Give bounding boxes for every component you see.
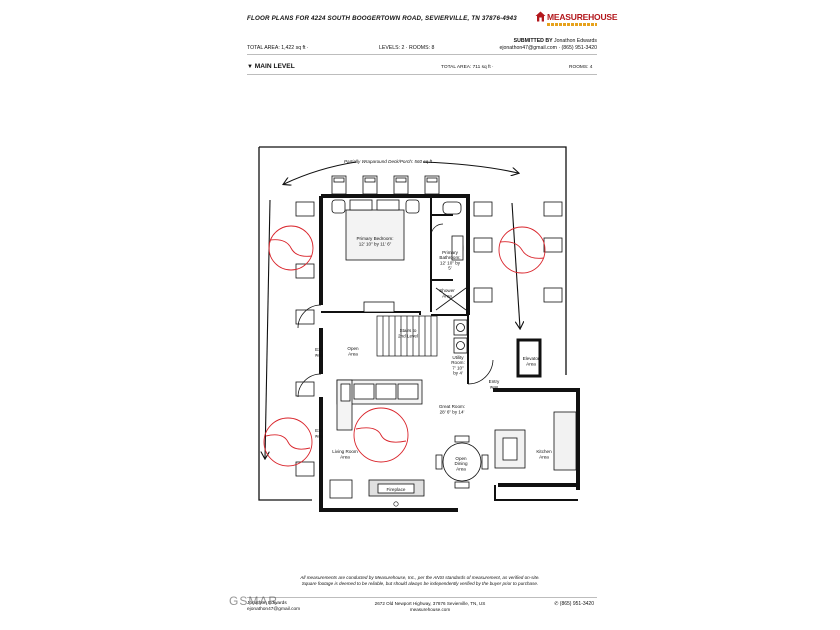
footer-name: Jonathon Edwards bbox=[247, 601, 287, 606]
submitter-contact: ejonathon47@gmail.com · (865) 951-3420 bbox=[499, 45, 597, 51]
sofa bbox=[336, 379, 423, 431]
deck-arrow-top-left bbox=[284, 161, 357, 184]
footer-divider bbox=[247, 597, 597, 598]
footer-phone: ✆ (865) 951-3420 bbox=[554, 601, 594, 607]
footer-address: 2672 Old Newport Highway, 37876 Seviervi… bbox=[374, 601, 486, 606]
dresser bbox=[363, 301, 395, 313]
level-total-area: TOTAL AREA: 711 sq ft · bbox=[441, 65, 494, 70]
ceiling-fan-swings bbox=[263, 225, 546, 467]
bed bbox=[331, 199, 420, 261]
fireplace-label: Fireplace bbox=[387, 487, 406, 492]
submitted-by: SUBMITTED BY Jonathon Edwards bbox=[514, 38, 597, 44]
level-name: MAIN LEVEL bbox=[254, 63, 295, 70]
logo-ruler-bar bbox=[547, 23, 597, 26]
living-chair bbox=[329, 479, 353, 499]
footer-email: ejonathon47@gmail.com bbox=[247, 607, 301, 612]
deck-arrow-left-down bbox=[265, 199, 271, 458]
measurehouse-logo: MEASUREHOUSE bbox=[533, 9, 618, 31]
measurement-disclaimer: All measurements are conducted by Measur… bbox=[250, 575, 590, 586]
bath-door-swing bbox=[430, 223, 444, 237]
level-rooms: ROOMS: 4 bbox=[569, 65, 593, 70]
footer-website: measurehouse.com bbox=[409, 607, 451, 612]
utility-appliances bbox=[453, 319, 468, 354]
deck-outline bbox=[258, 146, 567, 501]
document-title: FLOOR PLANS FOR 4224 SOUTH BOOGERTOWN RO… bbox=[247, 15, 517, 22]
great-room-label: Great Room:28' 6" by 14' bbox=[439, 404, 465, 415]
floor-plan: Partially Wraparound Deck/Porch: 560 sq … bbox=[258, 146, 580, 512]
kitchen-cabinets bbox=[494, 411, 577, 471]
level-heading: ▼ MAIN LEVEL bbox=[247, 63, 295, 70]
total-area: TOTAL AREA: 1,422 sq ft · bbox=[247, 45, 309, 51]
level-divider bbox=[247, 74, 597, 75]
levels-rooms: LEVELS: 2 · ROOMS: 8 bbox=[379, 45, 435, 51]
house-logo-icon bbox=[535, 11, 546, 22]
submitted-label: SUBMITTED BY bbox=[513, 38, 553, 44]
footer-contact: Jonathon Edwards ejonathon47@gmail.com bbox=[247, 601, 300, 613]
bath-fixtures bbox=[435, 201, 467, 311]
phone-icon: ✆ bbox=[554, 601, 559, 607]
footer-phone-number: (865) 951-3420 bbox=[559, 601, 594, 607]
logo-text: MEASUREHOUSE bbox=[547, 12, 618, 22]
exterior-walls bbox=[319, 194, 580, 512]
dining-set bbox=[435, 435, 489, 489]
submitter-name: Jonathon Edwards bbox=[554, 38, 597, 44]
deck-arrow-top-right bbox=[422, 161, 518, 173]
vent-icon bbox=[393, 501, 399, 507]
stairs bbox=[376, 315, 438, 357]
primary-bedroom-label: Primary Bedroom:12' 10" by 11' 6" bbox=[356, 236, 393, 247]
footer-address-block: 2672 Old Newport Highway, 37876 Seviervi… bbox=[360, 601, 500, 613]
collapse-triangle-icon: ▼ bbox=[247, 64, 253, 70]
deck-arrow-right-down bbox=[511, 202, 520, 328]
header-divider bbox=[247, 54, 597, 55]
deck-label: Partially Wraparound Deck/Porch: 560 sq … bbox=[344, 159, 433, 164]
disclaimer-line-1: All measurements are conducted by Measur… bbox=[300, 575, 540, 580]
fireplace bbox=[368, 479, 425, 497]
door-swings bbox=[297, 304, 494, 398]
disclaimer-line-2: Square footage is deemed to be reliable,… bbox=[301, 580, 539, 586]
mls-watermark: GSMAR bbox=[229, 594, 279, 608]
deck-chairs bbox=[295, 175, 563, 477]
interior-walls bbox=[321, 196, 578, 501]
